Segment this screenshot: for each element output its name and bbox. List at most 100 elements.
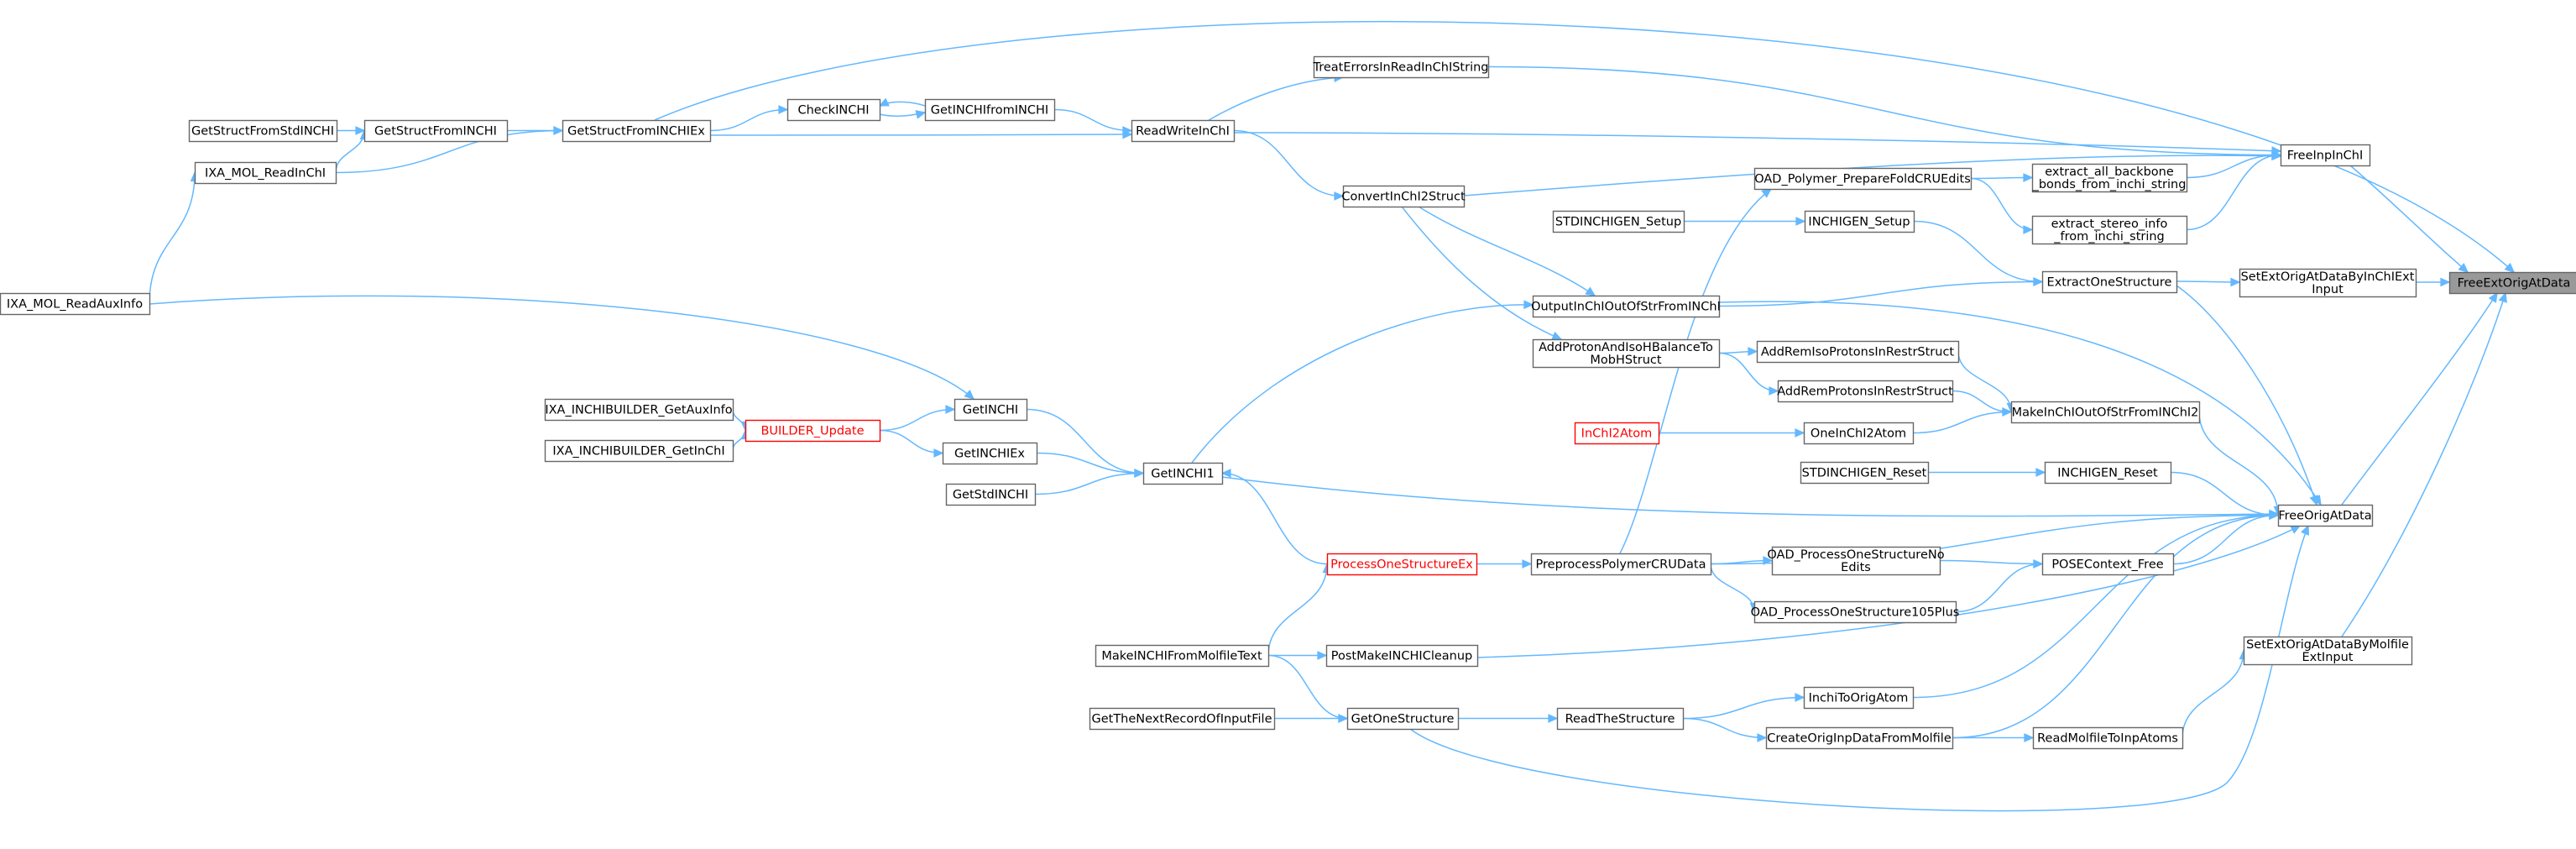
- node-box[interactable]: [745, 419, 881, 443]
- node-inchitoorig[interactable]: InchiToOrigAtom: [1803, 686, 1915, 710]
- node-box[interactable]: [1800, 461, 1930, 485]
- node-oadpolymer[interactable]: OAD_Polymer_PrepareFoldCRUEdits: [1753, 167, 1972, 191]
- node-getonestructure[interactable]: GetOneStructure: [1346, 707, 1460, 731]
- node-addremiso[interactable]: AddRemIsoProtonsInRestrStruct: [1756, 340, 1960, 364]
- node-box[interactable]: [1556, 707, 1685, 731]
- node-box[interactable]: [2239, 268, 2417, 298]
- node-makeinchifrommol[interactable]: MakeINCHIFromMolfileText: [1095, 644, 1270, 668]
- node-postmake[interactable]: PostMakeINCHICleanup: [1325, 644, 1479, 668]
- node-box[interactable]: [1342, 185, 1466, 208]
- node-ixamolreadinchi[interactable]: IXA_MOL_ReadInChI: [194, 161, 337, 185]
- node-box[interactable]: [954, 398, 1028, 422]
- node-box[interactable]: [2280, 144, 2371, 167]
- node-box[interactable]: [1313, 55, 1490, 79]
- node-readthestructure[interactable]: ReadTheStructure: [1556, 707, 1685, 731]
- node-getthenextrecord[interactable]: GetTheNextRecordOfInputFile: [1089, 707, 1276, 731]
- node-box[interactable]: [2044, 461, 2172, 485]
- node-readmolfile[interactable]: ReadMolfileToInpAtoms: [2032, 726, 2184, 750]
- node-box[interactable]: [2277, 504, 2374, 527]
- node-box[interactable]: [544, 439, 734, 463]
- node-box[interactable]: [1552, 210, 1685, 233]
- node-box[interactable]: [1803, 422, 1915, 445]
- node-box[interactable]: [1326, 553, 1478, 576]
- node-readwriteinchi[interactable]: ReadWriteInChI: [1131, 119, 1236, 143]
- node-box[interactable]: [2041, 270, 2178, 294]
- node-ixamolreadaux[interactable]: IXA_MOL_ReadAuxInfo: [0, 292, 151, 316]
- node-box[interactable]: [194, 161, 337, 185]
- node-box[interactable]: [786, 98, 881, 122]
- node-box[interactable]: [1804, 210, 1915, 233]
- node-box[interactable]: [2010, 401, 2201, 424]
- node-box[interactable]: [1325, 644, 1479, 668]
- node-getstdinchi[interactable]: GetStdINCHI: [945, 483, 1037, 506]
- node-createorig[interactable]: CreateOrigInpDataFromMolfile: [1765, 726, 1954, 750]
- node-oad105[interactable]: OAD_ProcessOneStructure105Plus: [1751, 600, 1960, 624]
- node-box[interactable]: [945, 483, 1037, 506]
- node-getstructfromstd[interactable]: GetStructFromStdINCHI: [188, 119, 338, 143]
- node-box[interactable]: [188, 119, 338, 143]
- node-getinchi[interactable]: GetINCHI: [954, 398, 1028, 422]
- node-checkinchi[interactable]: CheckINCHI: [786, 98, 881, 122]
- node-box[interactable]: [1346, 707, 1460, 731]
- node-box[interactable]: [1756, 340, 1960, 364]
- node-getstructfrominchi[interactable]: GetStructFromINCHI: [363, 119, 509, 143]
- node-outputinchi[interactable]: OutputInChIOutOfStrFromINChI: [1531, 295, 1721, 318]
- node-ixabuildergetaux[interactable]: IXA_INCHIBUILDER_GetAuxInfo: [544, 398, 734, 422]
- node-box[interactable]: [2031, 215, 2188, 245]
- node-box[interactable]: [1771, 546, 1941, 576]
- node-box[interactable]: [2041, 553, 2175, 576]
- node-extractstereo[interactable]: extract_stereo_info_from_inchi_string: [2031, 215, 2188, 245]
- node-getstructfrominchiex[interactable]: GetStructFromINCHIEx: [562, 119, 712, 143]
- node-getinchifrominchi[interactable]: GetINCHIfromINCHI: [924, 98, 1056, 122]
- node-box[interactable]: [2032, 726, 2184, 750]
- node-processone[interactable]: ProcessOneStructureEx: [1326, 553, 1478, 576]
- node-treaterrors[interactable]: TreatErrorsInReadInChIString: [1313, 55, 1490, 79]
- node-inchigensetup[interactable]: INCHIGEN_Setup: [1804, 210, 1915, 233]
- node-box[interactable]: [1765, 726, 1954, 750]
- node-box[interactable]: [1753, 167, 1972, 191]
- node-convertinchi[interactable]: ConvertInChI2Struct: [1341, 185, 1466, 208]
- node-getinchi1[interactable]: GetINCHI1: [1142, 462, 1224, 485]
- node-box[interactable]: [2031, 163, 2188, 193]
- node-stdinchigensetup[interactable]: STDINCHIGEN_Setup: [1552, 210, 1685, 233]
- node-box[interactable]: [1142, 462, 1224, 485]
- node-box[interactable]: [1574, 422, 1660, 445]
- node-box[interactable]: [1532, 338, 1721, 369]
- node-builderupdate[interactable]: BUILDER_Update: [745, 419, 881, 443]
- node-box[interactable]: [1095, 644, 1270, 668]
- node-box[interactable]: [924, 98, 1056, 122]
- node-freeinpinchi[interactable]: FreeInpInChI: [2280, 144, 2371, 167]
- node-root[interactable]: FreeExtOrigAtData: [2448, 271, 2576, 295]
- node-preprocess[interactable]: PreprocessPolymerCRUData: [1530, 553, 1712, 576]
- node-box[interactable]: [1532, 295, 1721, 318]
- node-box[interactable]: [2448, 271, 2576, 295]
- node-box[interactable]: [942, 442, 1038, 465]
- node-box[interactable]: [562, 119, 712, 143]
- node-box[interactable]: [2243, 636, 2413, 666]
- node-extractone[interactable]: ExtractOneStructure: [2041, 270, 2178, 294]
- node-box[interactable]: [1753, 600, 1957, 624]
- node-ixabuildergetinchi[interactable]: IXA_INCHIBUILDER_GetInChI: [544, 439, 734, 463]
- node-box[interactable]: [544, 398, 734, 422]
- node-box[interactable]: [363, 119, 509, 143]
- node-getinchiex[interactable]: GetINCHIEx: [942, 442, 1038, 465]
- node-extractbackbone[interactable]: extract_all_backbone_bonds_from_inchi_st…: [2031, 163, 2188, 193]
- node-box[interactable]: [1131, 119, 1236, 143]
- node-inchigenreset[interactable]: INCHIGEN_Reset: [2044, 461, 2172, 485]
- node-freeorig[interactable]: FreeOrigAtData: [2277, 504, 2374, 527]
- node-makeinchiout[interactable]: MakeInChIOutOfStrFromINChI2: [2010, 401, 2201, 424]
- node-addremprot[interactable]: AddRemProtonsInRestrStruct: [1777, 380, 1954, 403]
- node-stdinchigenreset[interactable]: STDINCHIGEN_Reset: [1800, 461, 1930, 485]
- node-box[interactable]: [0, 292, 151, 316]
- node-posefree[interactable]: POSEContext_Free: [2041, 553, 2175, 576]
- node-box[interactable]: [1089, 707, 1276, 731]
- node-oneinchi2atom[interactable]: OneInChI2Atom: [1803, 422, 1915, 445]
- node-box[interactable]: [1530, 553, 1712, 576]
- node-box[interactable]: [1777, 380, 1954, 403]
- node-box[interactable]: [1803, 686, 1915, 710]
- node-inchi2atom[interactable]: InChI2Atom: [1574, 422, 1660, 445]
